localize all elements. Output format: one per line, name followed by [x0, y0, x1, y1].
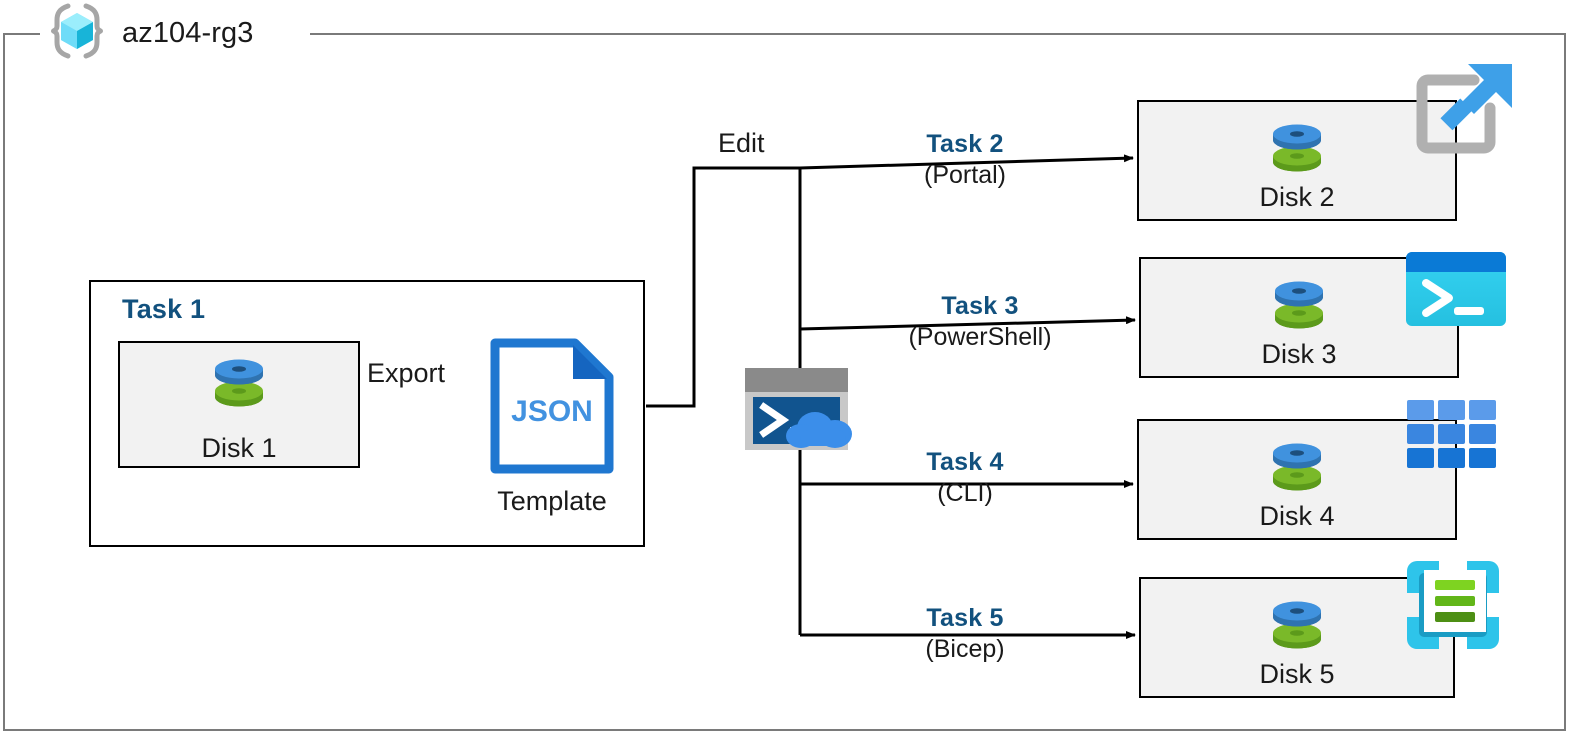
json-file-type: JSON	[511, 395, 593, 428]
task1-title: Task 1	[122, 294, 206, 324]
disk-box-4-label: Disk 4	[1259, 501, 1335, 531]
resource-group-name: az104-rg3	[122, 16, 254, 49]
disk-box-4: Disk 4	[1137, 419, 1457, 540]
disk-box-1-label: Disk 1	[201, 433, 277, 463]
task-4-title: Task 4	[926, 448, 1004, 476]
disk-box-2-label: Disk 2	[1259, 182, 1335, 212]
managed-disk-icon	[1266, 435, 1328, 502]
resource-group-frame	[3, 33, 1566, 731]
disk-box-3: Disk 3	[1139, 257, 1459, 378]
template-group: JSON Template	[489, 337, 615, 517]
task-3-tool: (PowerShell)	[908, 323, 1052, 351]
managed-disk-icon	[208, 351, 270, 418]
task-5-tool: (Bicep)	[925, 635, 1005, 663]
bicep-icon	[1403, 557, 1503, 658]
disk-box-3-label: Disk 3	[1261, 339, 1337, 369]
wire-label-task-2: Task 2 (Portal)	[840, 130, 1090, 190]
powershell-icon	[1404, 250, 1508, 333]
wire-label-task-5: Task 5 (Bicep)	[850, 604, 1080, 664]
azure-portal-icon	[1408, 62, 1518, 167]
task-2-tool: (Portal)	[924, 161, 1006, 189]
edit-label: Edit	[718, 128, 765, 158]
azure-cli-icon	[1406, 399, 1498, 474]
azure-resource-group-icon	[46, 0, 108, 67]
wire-label-task-3: Task 3 (PowerShell)	[830, 292, 1130, 352]
task-4-tool: (CLI)	[937, 479, 993, 507]
disk-box-5: Disk 5	[1139, 577, 1455, 698]
cloud-shell-icon	[743, 366, 865, 459]
resource-group-badge: az104-rg3	[46, 2, 254, 64]
task-5-title: Task 5	[926, 604, 1004, 632]
task-3-title: Task 3	[941, 292, 1019, 320]
task-2-title: Task 2	[926, 130, 1004, 158]
template-caption: Template	[497, 486, 607, 516]
disk-box-2: Disk 2	[1137, 100, 1457, 221]
disk-box-5-label: Disk 5	[1259, 659, 1335, 689]
managed-disk-icon	[1268, 273, 1330, 340]
disk-box-1: Disk 1	[118, 341, 360, 468]
json-file-icon: JSON	[489, 338, 615, 479]
wire-label-task-4: Task 4 (CLI)	[860, 448, 1070, 508]
managed-disk-icon	[1266, 593, 1328, 660]
export-label: Export	[367, 358, 446, 388]
managed-disk-icon	[1266, 116, 1328, 183]
